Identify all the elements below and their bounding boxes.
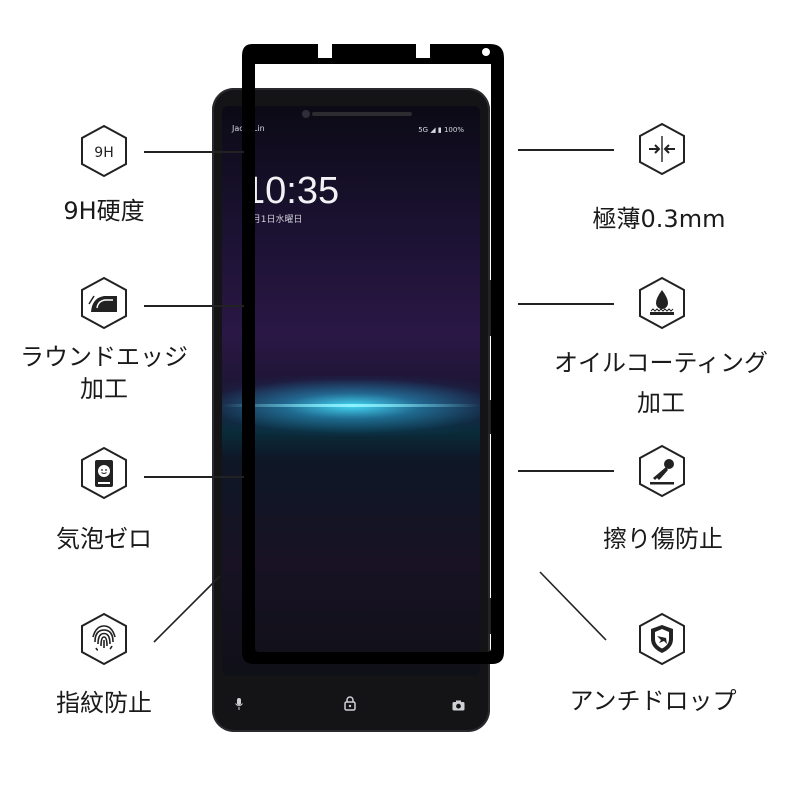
connector-scratch xyxy=(518,470,614,472)
svg-text:9H: 9H xyxy=(94,145,113,161)
lockscreen-time: 10:35 xyxy=(244,170,340,212)
round-edge-label-2: 加工 xyxy=(80,375,128,403)
connector-no-bubbles xyxy=(144,476,244,478)
earpiece xyxy=(312,112,412,116)
connector-round-edge xyxy=(144,305,244,307)
no-bubbles-label: 気泡ゼロ xyxy=(56,525,152,553)
scratch-label: 擦り傷防止 xyxy=(603,525,723,553)
thin-label: 極薄0.3mm xyxy=(592,205,726,233)
wallpaper-horizon xyxy=(222,404,480,407)
connector-oil-coat xyxy=(518,303,614,305)
round-edge-icon xyxy=(80,276,128,330)
front-camera-icon xyxy=(302,110,310,118)
connector-anti-drop xyxy=(539,571,607,641)
power-button xyxy=(488,400,493,434)
connector-fingerprint xyxy=(153,575,221,643)
camera-icon[interactable] xyxy=(452,700,465,714)
oil-coat-icon xyxy=(638,276,686,330)
fingerprint-icon xyxy=(80,612,128,666)
connector-hardness xyxy=(144,151,244,153)
no-bubbles-icon xyxy=(80,446,128,500)
fingerprint-label: 指紋防止 xyxy=(56,689,152,717)
hardness-badge-icon: 9H xyxy=(80,124,128,178)
oil-coat-label-2: 加工 xyxy=(637,389,685,417)
oil-coat-label-1: オイルコーティング xyxy=(553,349,769,377)
mic-icon[interactable] xyxy=(234,697,244,714)
round-edge-label-1: ラウンドエッジ xyxy=(20,343,188,371)
anti-drop-icon xyxy=(638,612,686,666)
lockscreen-date: 6月1日水曜日 xyxy=(246,215,303,225)
anti-drop-label: アンチドロップ xyxy=(569,687,737,715)
volume-button xyxy=(488,280,493,336)
connector-thin xyxy=(518,149,614,151)
shutter-button xyxy=(488,598,493,634)
scratch-icon xyxy=(638,444,686,498)
phone-body: JackeLin 5G ◢ ▮ 100% 10:35 6月1日水曜日 xyxy=(212,88,490,732)
hardness-label: 9H硬度 xyxy=(63,197,145,225)
lock-icon[interactable] xyxy=(344,696,356,714)
thin-icon xyxy=(638,122,686,176)
phone-screen: JackeLin 5G ◢ ▮ 100% 10:35 6月1日水曜日 xyxy=(222,106,480,676)
status-bar: 5G ◢ ▮ 100% xyxy=(418,126,464,134)
